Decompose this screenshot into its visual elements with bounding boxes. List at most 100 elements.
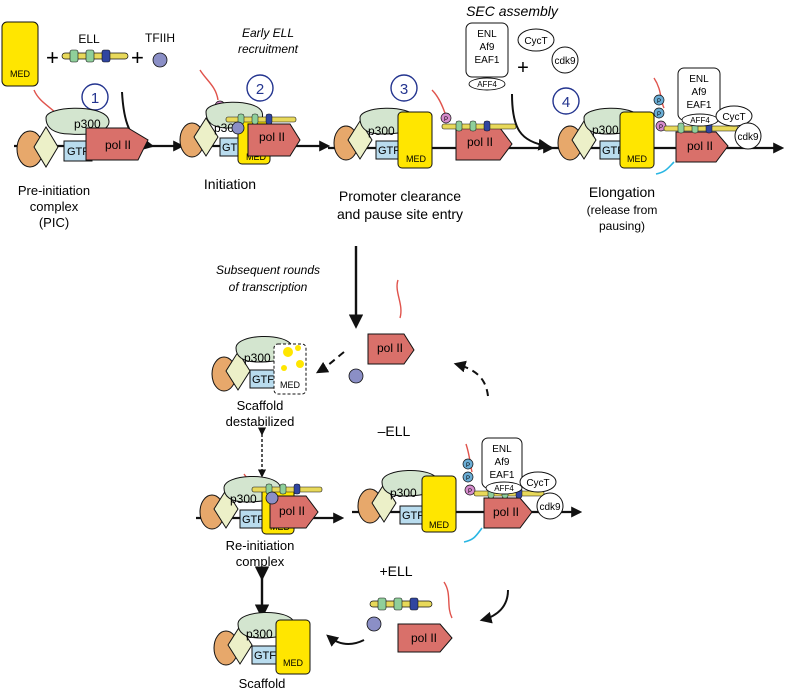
svg-text:MED: MED [283, 658, 304, 668]
plus-ell-label: +ELL [379, 563, 412, 579]
svg-text:p300: p300 [390, 486, 417, 500]
arrow-return-top [453, 360, 489, 397]
subsequent-label-2: of transcription [229, 280, 308, 294]
svg-text:P: P [468, 489, 472, 495]
svg-text:cdk9: cdk9 [737, 132, 759, 143]
svg-text:pol II: pol II [687, 139, 713, 153]
svg-text:ENL: ENL [689, 74, 709, 85]
svg-text:GTF: GTF [252, 374, 274, 386]
step-2-label: 2 [256, 81, 264, 98]
svg-text:CycT: CycT [526, 478, 549, 489]
step-1-label: 1 [91, 90, 99, 107]
early-ell-label-1: Early ELL [242, 26, 294, 40]
elongation-complex: p300 GTF MED P P P pol II ENL Af9 EAF1 A… [552, 67, 785, 175]
svg-text:ELL: ELL [78, 32, 100, 46]
svg-text:pol II: pol II [493, 505, 519, 519]
free-pol2-top: pol II [348, 279, 415, 384]
pic-caption-1: Pre-initiation [18, 183, 90, 198]
pic-complex: p300 GTF pol II [14, 89, 185, 168]
scaffold-caption: Scaffold [239, 676, 286, 691]
promoter-caption-2: and pause site entry [337, 206, 463, 222]
svg-text:CycT: CycT [722, 112, 745, 123]
reinit-caption-1: Re-initiation [226, 538, 295, 553]
elongation-complex-lower: p300 GTF MED P P P pol II ENL Af9 EAF1 A… [352, 437, 583, 543]
svg-text:p300: p300 [246, 627, 273, 641]
svg-text:GTF: GTF [602, 145, 624, 157]
step-3-label: 3 [400, 81, 408, 98]
elongation-caption-3: pausing) [599, 219, 645, 233]
arrow-to-destab [315, 351, 345, 374]
scaffold-destab-caption-2: destabilized [226, 414, 295, 429]
reinit-caption-2: complex [236, 554, 285, 569]
svg-text:EAF1: EAF1 [474, 55, 499, 66]
svg-text:GTF: GTF [67, 146, 89, 158]
svg-text:pol II: pol II [411, 631, 437, 645]
svg-text:EAF1: EAF1 [686, 100, 711, 111]
svg-text:GTF: GTF [242, 514, 264, 526]
scaffold-complex: p300 GTF MED [213, 611, 311, 675]
promoter-clearance-complex: p300 GTF MED P pol II [328, 89, 555, 169]
svg-text:AFF4: AFF4 [477, 80, 497, 89]
svg-text:EAF1: EAF1 [489, 470, 514, 481]
initiation-complex: P p300 GTF MED pol II [178, 69, 331, 165]
svg-text:AFF4: AFF4 [690, 116, 710, 125]
svg-text:p300: p300 [592, 123, 619, 137]
pic-caption-3: (PIC) [39, 215, 69, 230]
svg-text:MED: MED [10, 69, 31, 79]
svg-text:MED: MED [246, 152, 267, 162]
early-ell-label-2: recruitment [238, 42, 299, 56]
med-free: MED [1, 21, 39, 87]
svg-text:AFF4: AFF4 [494, 484, 514, 493]
initiation-caption: Initiation [204, 176, 256, 192]
svg-text:GTF: GTF [378, 145, 400, 157]
svg-text:ENL: ENL [492, 444, 512, 455]
svg-text:CycT: CycT [524, 36, 547, 47]
svg-text:pol II: pol II [259, 130, 285, 144]
plus-sign: + [46, 45, 59, 70]
promoter-caption-1: Promoter clearance [339, 188, 461, 204]
svg-text:GTF: GTF [254, 650, 276, 662]
sec-assembly-title: SEC assembly [466, 3, 559, 19]
subsequent-label-1: Subsequent rounds [216, 263, 320, 277]
svg-text:Af9: Af9 [691, 87, 706, 98]
pic-caption-2: complex [30, 199, 79, 214]
svg-text:MED: MED [627, 154, 648, 164]
svg-text:pol II: pol II [467, 135, 493, 149]
ell-free: ELL [61, 32, 129, 63]
svg-text:P: P [466, 463, 470, 469]
svg-text:+: + [517, 57, 529, 79]
svg-text:TFIIH: TFIIH [145, 31, 175, 45]
svg-text:p300: p300 [244, 351, 271, 365]
elongation-caption-2: (release from [587, 203, 658, 217]
step-4-circle [552, 87, 580, 115]
sec-free-components: ENL Af9 EAF1 AFF4 + CycT cdk9 [465, 22, 579, 91]
step-4-label: 4 [562, 94, 570, 111]
svg-text:ENL: ENL [477, 29, 497, 40]
step-3-circle [390, 74, 418, 102]
free-ell-pol2-bottom: pol II [366, 581, 453, 653]
svg-text:P: P [659, 125, 663, 131]
scaffold-destab-caption-1: Scaffold [237, 398, 284, 413]
arrow-to-scaffold [326, 634, 365, 647]
reinitiation-complex: P p300 GTF MED pol II [196, 473, 345, 535]
minus-ell-label: –ELL [378, 423, 411, 439]
svg-text:p300: p300 [368, 124, 395, 138]
svg-text:P: P [657, 112, 661, 118]
svg-text:p300: p300 [230, 492, 257, 506]
svg-text:pol II: pol II [377, 341, 403, 355]
svg-text:pol II: pol II [105, 138, 131, 152]
tfiih-free: TFIIH [145, 31, 175, 68]
svg-text:pol II: pol II [279, 504, 305, 518]
svg-text:MED: MED [429, 520, 450, 530]
arrow-return-bottom [479, 589, 509, 624]
svg-text:Af9: Af9 [494, 457, 509, 468]
svg-text:GTF: GTF [402, 510, 424, 522]
elongation-caption-1: Elongation [589, 184, 655, 200]
svg-text:MED: MED [280, 380, 301, 390]
arrow-step4 [511, 93, 551, 151]
svg-text:P: P [466, 476, 470, 482]
scaffold-destabilized-complex: p300 GTF MED [211, 335, 307, 395]
svg-text:MED: MED [406, 154, 427, 164]
step-2-circle [246, 74, 274, 102]
